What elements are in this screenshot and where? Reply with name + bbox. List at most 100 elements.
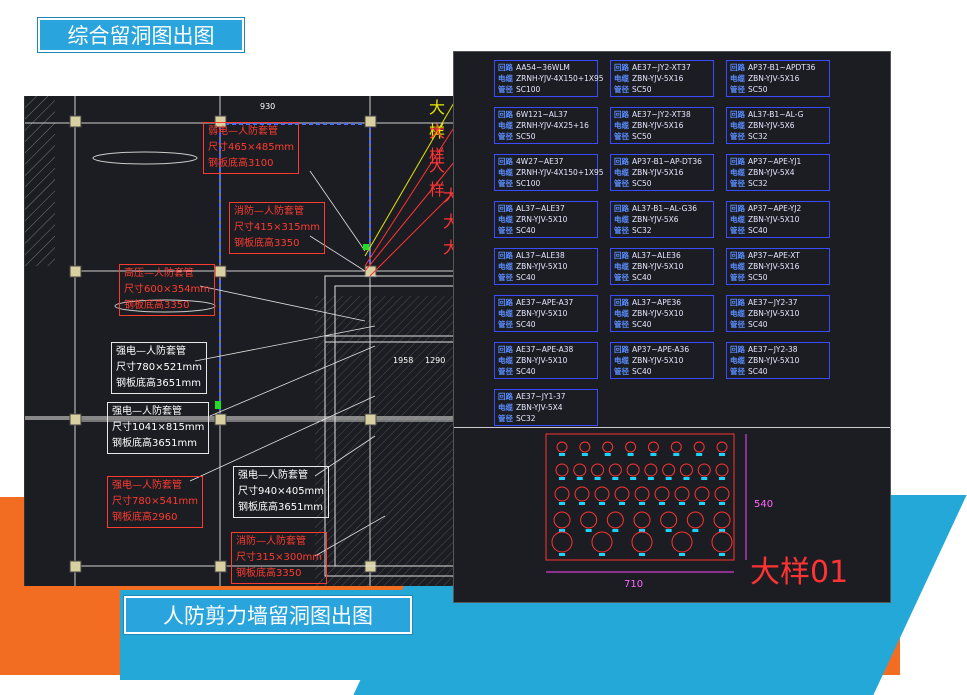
sleeve-hole	[647, 441, 659, 453]
hole-tag	[559, 553, 565, 556]
dim-1290: 1290	[425, 356, 445, 365]
hole-tag	[594, 477, 601, 480]
hole-tag	[719, 553, 725, 556]
cable-field-value: ZBN-YJV-5X10	[748, 356, 800, 365]
hole-tag	[647, 477, 654, 480]
dim-930: 930	[260, 102, 275, 111]
cable-field-label: 回路	[730, 110, 745, 119]
cable-field-label: 电缆	[614, 168, 629, 177]
cable-field-label: 管径	[730, 179, 745, 188]
cable-field-value: AL37~APE36	[632, 298, 682, 307]
cable-field-value: ZRN-YJV-5X10	[516, 215, 568, 224]
cable-field-label: 电缆	[614, 262, 629, 271]
cable-field-label: 回路	[498, 298, 513, 307]
hole-tag	[665, 529, 672, 532]
hole-tag	[559, 477, 565, 480]
hole-tag	[604, 453, 611, 456]
cable-field-label: 电缆	[498, 356, 513, 365]
cable-field-value: ZBN-YJV-5X10	[516, 262, 568, 271]
cable-field-value: SC32	[516, 414, 536, 423]
cable-field-label: 管径	[498, 273, 513, 282]
cable-field-label: 回路	[730, 251, 745, 260]
cable-field-label: 回路	[730, 204, 745, 213]
cable-field-value: AE37~JY2-XT37	[632, 63, 691, 72]
sleeve-hole	[644, 463, 658, 477]
sleeve-hole	[580, 511, 598, 529]
cable-field-label: 管径	[498, 226, 513, 235]
cable-field-label: 管径	[498, 132, 513, 141]
cable-field-label: 电缆	[614, 309, 629, 318]
civil-defense-wall-plan: 930 1958 1290 大样 大样 大样 大 大 大 弱电—人防套管 尺寸4…	[24, 96, 459, 586]
cable-field-value: ZBN-YJV-5X16	[748, 262, 800, 271]
cable-field-label: 回路	[614, 204, 629, 213]
sleeve-hole	[711, 531, 733, 553]
sleeve-hole	[662, 463, 676, 477]
cable-field-value: SC40	[632, 320, 652, 329]
cable-field-value: ZBN-YJV-5X6	[632, 215, 679, 224]
cable-field-value: ZBN-YJV-5X16	[632, 74, 684, 83]
cable-field-value: SC40	[632, 273, 652, 282]
cable-field-value: SC100	[516, 85, 541, 94]
sleeve-hole	[551, 531, 573, 553]
hole-tag	[559, 502, 565, 505]
sleeve-label: 强电—人防套管 尺寸780×541mm 钢板底高2960	[107, 476, 204, 528]
cable-field-label: 回路	[498, 392, 513, 401]
cable-field-value: SC40	[748, 367, 768, 376]
sleeve-hole	[694, 486, 710, 502]
cable-field-label: 回路	[498, 204, 513, 213]
cable-field-value: AP37~APE-XT	[748, 251, 800, 260]
hole-tag	[585, 529, 592, 532]
sleeve-hole	[614, 486, 630, 502]
cable-field-label: 电缆	[614, 74, 629, 83]
cable-field-label: 管径	[730, 273, 745, 282]
detail-width-dim: 710	[624, 579, 643, 590]
cable-field-value: AE37~APE-A38	[516, 345, 574, 354]
dim-1958: 1958	[393, 356, 413, 365]
cable-field-value: SC32	[748, 179, 768, 188]
cable-field-label: 电缆	[730, 262, 745, 271]
cable-field-value: SC50	[632, 132, 652, 141]
cable-field-value: SC32	[632, 226, 652, 235]
cable-field-label: 回路	[730, 157, 745, 166]
cable-field-label: 电缆	[730, 74, 745, 83]
hole-tag	[699, 502, 705, 505]
cable-field-value: SC40	[748, 320, 768, 329]
cable-field-value: ZBN-YJV-5X6	[748, 121, 795, 130]
sleeve-hole	[679, 463, 693, 477]
cable-field-label: 电缆	[498, 309, 513, 318]
sleeve-hole	[674, 486, 690, 502]
